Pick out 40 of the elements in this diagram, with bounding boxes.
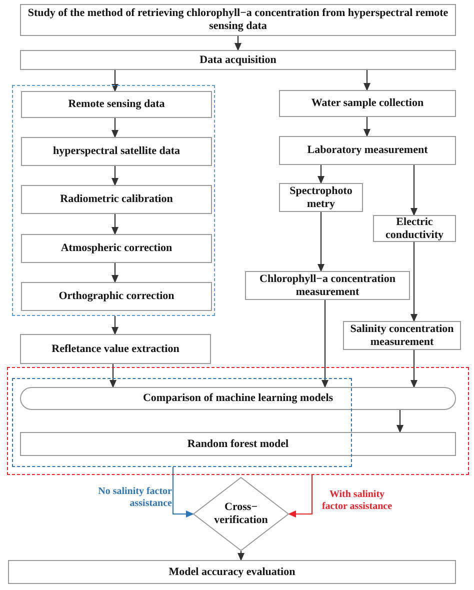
arrow: [364, 70, 370, 91]
process-box: Electric conductivity: [373, 215, 456, 242]
arrow: [172, 467, 194, 518]
process-box: Remote sensing data: [21, 91, 212, 118]
arrow: [234, 36, 242, 51]
arrow: [396, 410, 404, 433]
process-box: Atmospheric correction: [21, 234, 212, 263]
arrow: [288, 475, 313, 518]
arrow: [112, 316, 118, 335]
arrow: [322, 300, 328, 388]
process-box: Random forest model: [20, 432, 456, 456]
arrow: [112, 118, 118, 138]
dashed-frame: [12, 85, 215, 316]
arrow: [410, 165, 418, 216]
arrow: [410, 350, 418, 388]
process-box: Data acquisition: [20, 50, 456, 70]
arrow: [112, 214, 118, 235]
process-box: Comparison of machine learning models: [20, 387, 456, 410]
arrow: [364, 117, 370, 137]
process-box: Spectrophoto metry: [279, 183, 363, 212]
arrow: [318, 165, 324, 184]
arrow: [110, 364, 116, 388]
process-box: Study of the method of retrieving chlorophyll−a concentration from hyperspectral remote sensing data: [20, 4, 456, 36]
process-box: Salinity concentration measurement: [343, 321, 461, 350]
process-box: Model accuracy evaluation: [8, 560, 456, 584]
arrow: [112, 70, 118, 92]
decision-diamond: Cross− verification: [193, 477, 289, 551]
dashed-frame: [7, 367, 469, 475]
process-box: Orthographic correction: [21, 282, 212, 311]
process-box: Chlorophyll−a concentration measurement: [245, 271, 410, 300]
process-box: Radiometric calibration: [21, 185, 212, 214]
process-box: Laboratory measurement: [279, 136, 456, 165]
process-box: hyperspectral satellite data: [21, 137, 212, 166]
arrow: [238, 551, 244, 561]
process-box: Water sample collection: [279, 90, 456, 117]
arrow: [112, 263, 118, 283]
arrow: [318, 212, 324, 272]
arrow: [410, 242, 418, 322]
arrow: [112, 166, 118, 186]
process-box: Refletance value extraction: [20, 334, 211, 364]
